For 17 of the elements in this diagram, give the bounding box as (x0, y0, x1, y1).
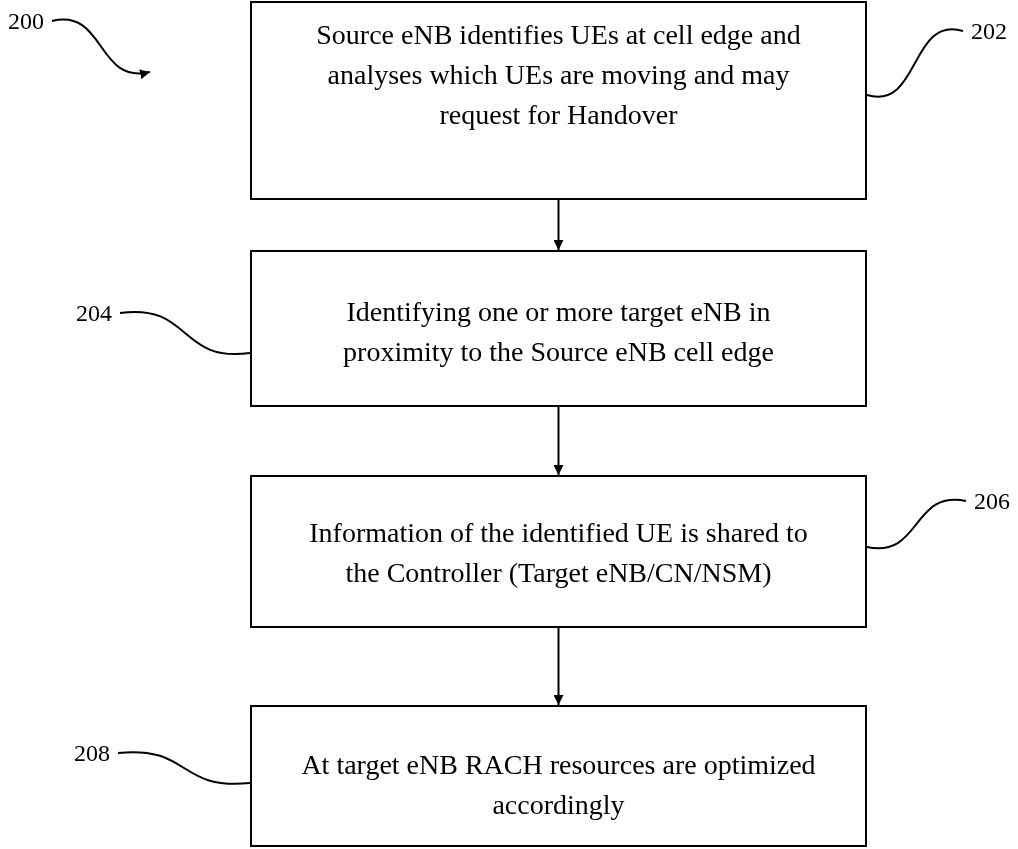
process-box: Information of the identified UE is shared to the Controller (Target eNB/CN/NSM) (250, 475, 867, 628)
process-box: At target eNB RACH resources are optimized accordingly (250, 705, 867, 847)
arrow (553, 406, 564, 476)
leader-line (119, 310, 251, 356)
leader-line (117, 751, 251, 785)
arrow (553, 627, 564, 706)
leader-line (866, 28, 964, 98)
callout-number: 200 (2, 6, 50, 36)
callout-number: 206 (968, 486, 1016, 516)
callout-number: 208 (68, 738, 116, 768)
arrow (553, 199, 564, 251)
callout-number: 204 (70, 298, 118, 328)
leader-line (866, 498, 967, 550)
callout-number: 202 (965, 16, 1013, 46)
process-box: Identifying one or more target eNB in proximity to the Source eNB cell edge (250, 250, 867, 407)
process-box: Source eNB identifies UEs at cell edge and analyses which UEs are moving and may request for Handover (250, 1, 867, 200)
reference-arrow (51, 18, 151, 79)
